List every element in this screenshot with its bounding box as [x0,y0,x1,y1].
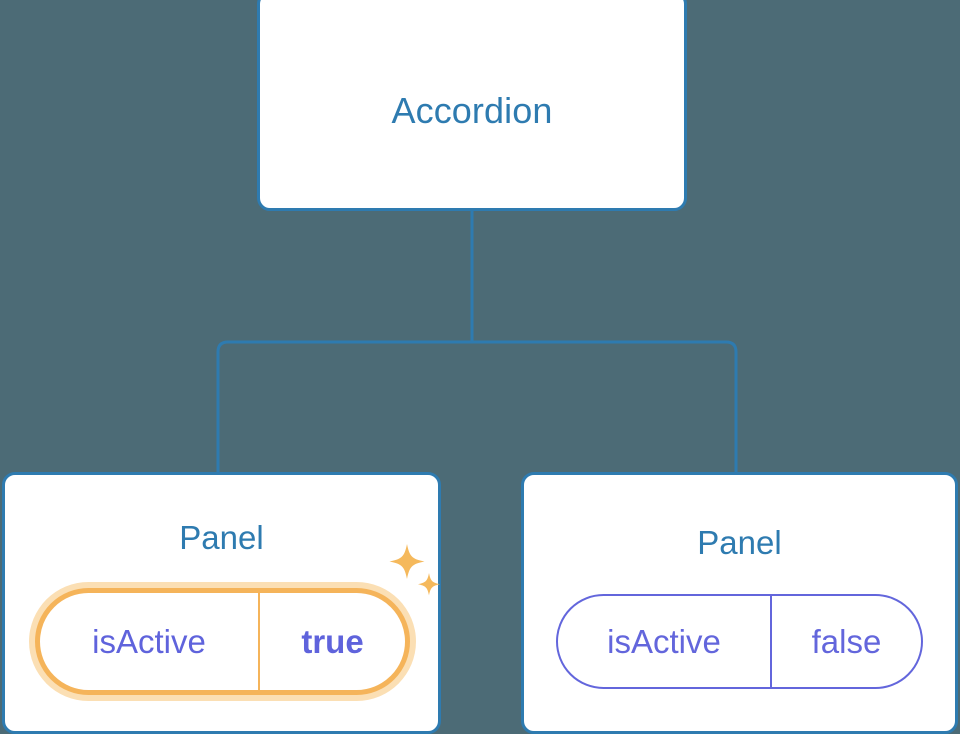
prop-badge-isactive-false[interactable]: isActive false [556,594,923,689]
prop-value-label: true [258,593,405,690]
prop-value-label: false [770,596,921,687]
node-panel-active-title: Panel [179,519,264,556]
prop-badge-isactive-true[interactable]: isActive true [35,588,410,695]
node-panel-inactive-title: Panel [697,524,782,561]
prop-key-label: isActive [607,622,721,660]
node-accordion-title: Accordion [391,90,553,131]
prop-key-label: isActive [92,622,206,660]
connector-branch-bus [216,340,738,472]
node-accordion[interactable]: Accordion [257,0,687,211]
